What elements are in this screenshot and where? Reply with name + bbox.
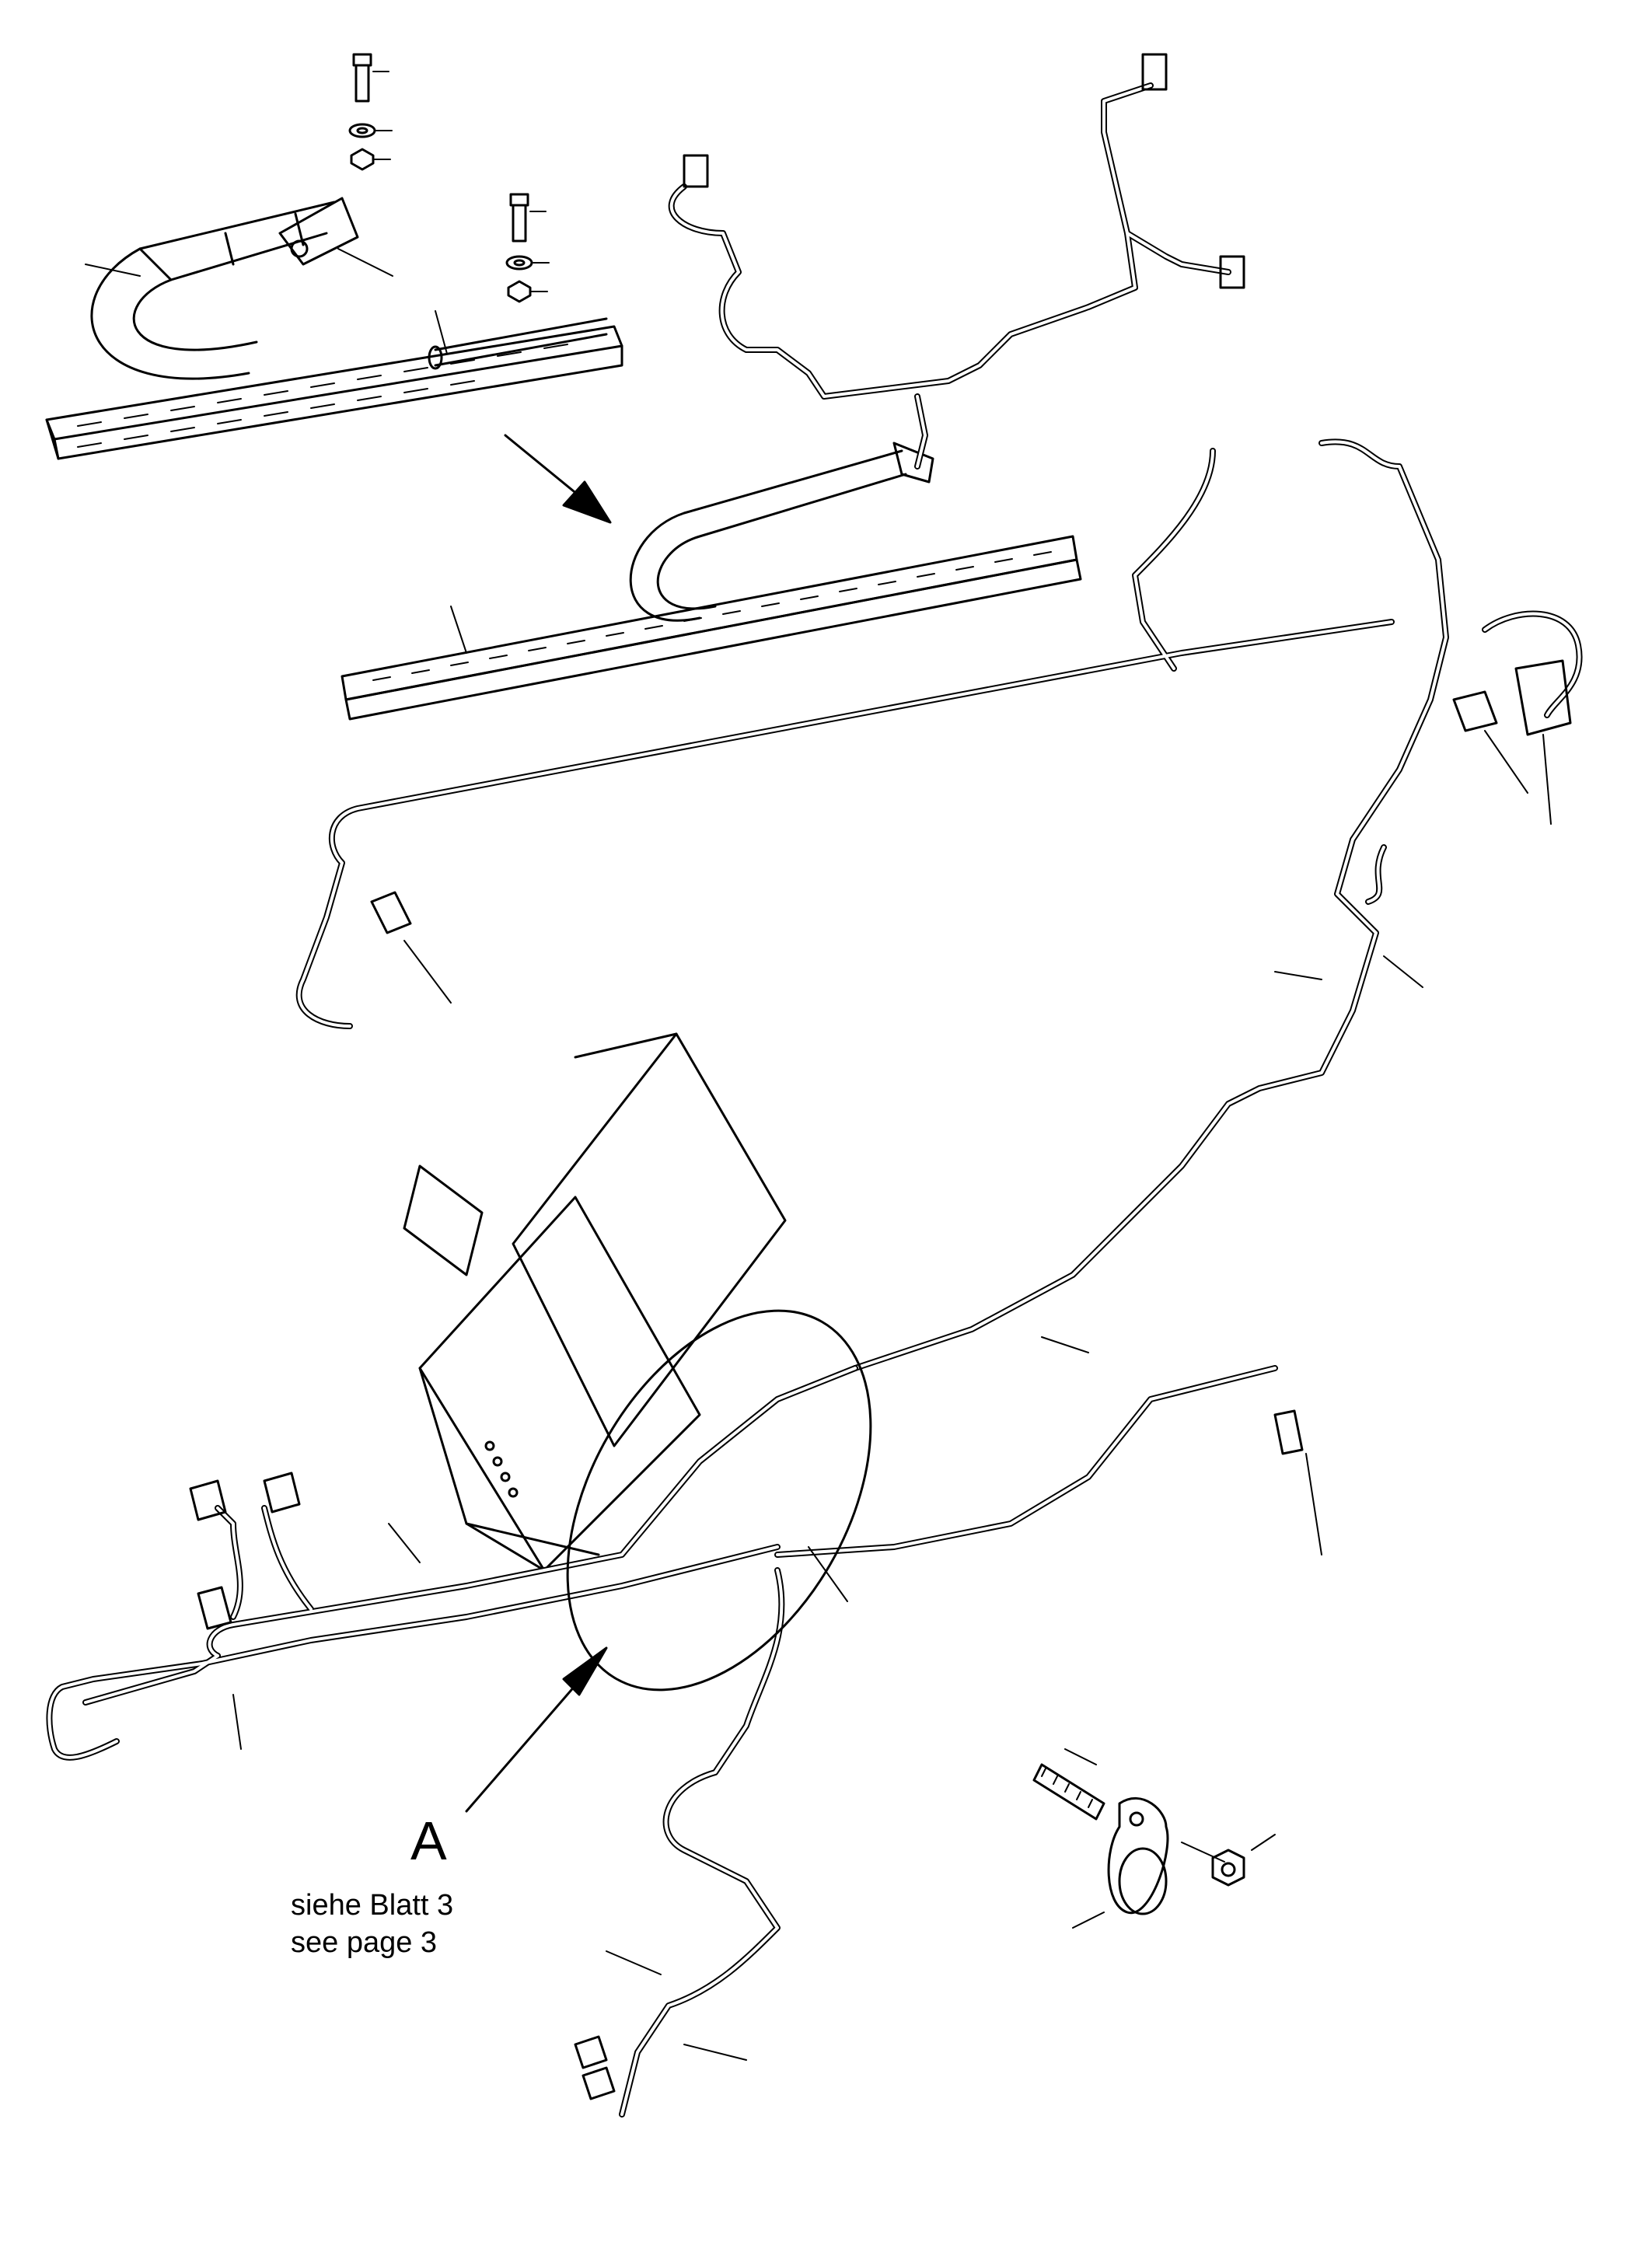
- main-cable-carrier: [341, 442, 1082, 721]
- detail-a-arrow: [465, 1646, 608, 1813]
- detail-a-reference-en: see page 3: [291, 1926, 438, 1959]
- lower-harness: [46, 1365, 1278, 2118]
- valve-block: [1452, 659, 1572, 825]
- switch-left: [370, 891, 452, 1004]
- upper-harness: [668, 82, 1231, 470]
- right-harness-inner: [854, 440, 1581, 1370]
- long-harness-inner: [297, 449, 1393, 1028]
- lower-harness-inner: [47, 1367, 1277, 2116]
- lower-connectors: [189, 1409, 1322, 2100]
- cable-carrier-detail: [45, 53, 623, 460]
- clamp-detail: [1032, 1748, 1276, 1929]
- detail-arrow: [504, 434, 612, 524]
- screw-stack-left: [348, 53, 393, 171]
- long-harness: [295, 448, 1395, 1029]
- control-box: [403, 1032, 787, 1572]
- detail-a-circle: [566, 1309, 872, 1692]
- screw-stack-right: [505, 193, 550, 303]
- leader-lines: [232, 955, 1423, 2061]
- detail-a-letter: A: [410, 1810, 447, 1871]
- upper-connectors: [683, 53, 1245, 289]
- upper-harness-inner: [669, 84, 1230, 468]
- detail-a-reference-de: siehe Blatt 3: [291, 1889, 454, 1922]
